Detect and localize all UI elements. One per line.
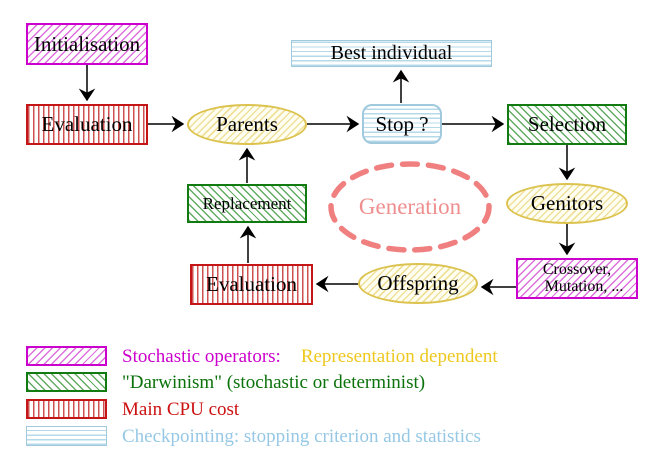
generation-loop-text: Generation <box>358 193 462 219</box>
legend-label-cpu-cost: Main CPU cost <box>122 399 240 420</box>
legend-text-representation-dependent: Representation dependent <box>300 346 498 367</box>
node-evaluation-bottom-label: Evaluation <box>206 272 297 297</box>
node-selection: Selection <box>507 104 627 145</box>
node-evaluation-top: Evaluation <box>26 104 148 145</box>
node-initialisation: Initialisation <box>26 23 148 65</box>
node-genitors: Genitors <box>506 183 628 224</box>
legend-label-stochastic-operators: Stochastic operators: Representation depe… <box>122 346 498 368</box>
legend-label-darwinism: "Darwinism" (stochastic or determinist) <box>122 372 426 393</box>
legend-swatch-checkpointing <box>26 426 107 446</box>
node-evaluation-bottom: Evaluation <box>190 264 313 305</box>
node-parents-label: Parents <box>216 112 278 137</box>
node-replacement-label: Replacement <box>202 193 292 213</box>
node-selection-label: Selection <box>527 112 607 137</box>
legend-label-checkpointing: Checkpointing: stopping criterion and st… <box>122 426 481 447</box>
node-best-individual-label: Best individual <box>330 42 453 64</box>
node-offspring-label: Offspring <box>377 271 459 296</box>
node-parents: Parents <box>187 104 307 145</box>
node-replacement: Replacement <box>187 184 307 223</box>
node-crossover-mutation: Crossover, Mutation, ... <box>516 258 638 299</box>
legend-swatch-cpu-cost <box>26 399 107 419</box>
node-initialisation-label: Initialisation <box>33 31 141 56</box>
node-crossover-line2: Mutation, ... <box>544 277 624 295</box>
node-evaluation-top-label: Evaluation <box>41 112 133 137</box>
legend-swatch-stochastic-operators <box>26 346 107 366</box>
node-genitors-label: Genitors <box>530 191 604 216</box>
node-crossover-line1: Crossover, <box>542 260 612 278</box>
node-stop-label: Stop ? <box>375 111 429 136</box>
node-best-individual: Best individual <box>291 40 492 67</box>
legend-text-stochastic: Stochastic operators: <box>122 346 281 367</box>
node-stop: Stop ? <box>362 104 442 144</box>
generation-loop-label: Generation <box>330 186 490 228</box>
node-offspring: Offspring <box>358 263 478 304</box>
legend-swatch-darwinism <box>26 372 107 392</box>
